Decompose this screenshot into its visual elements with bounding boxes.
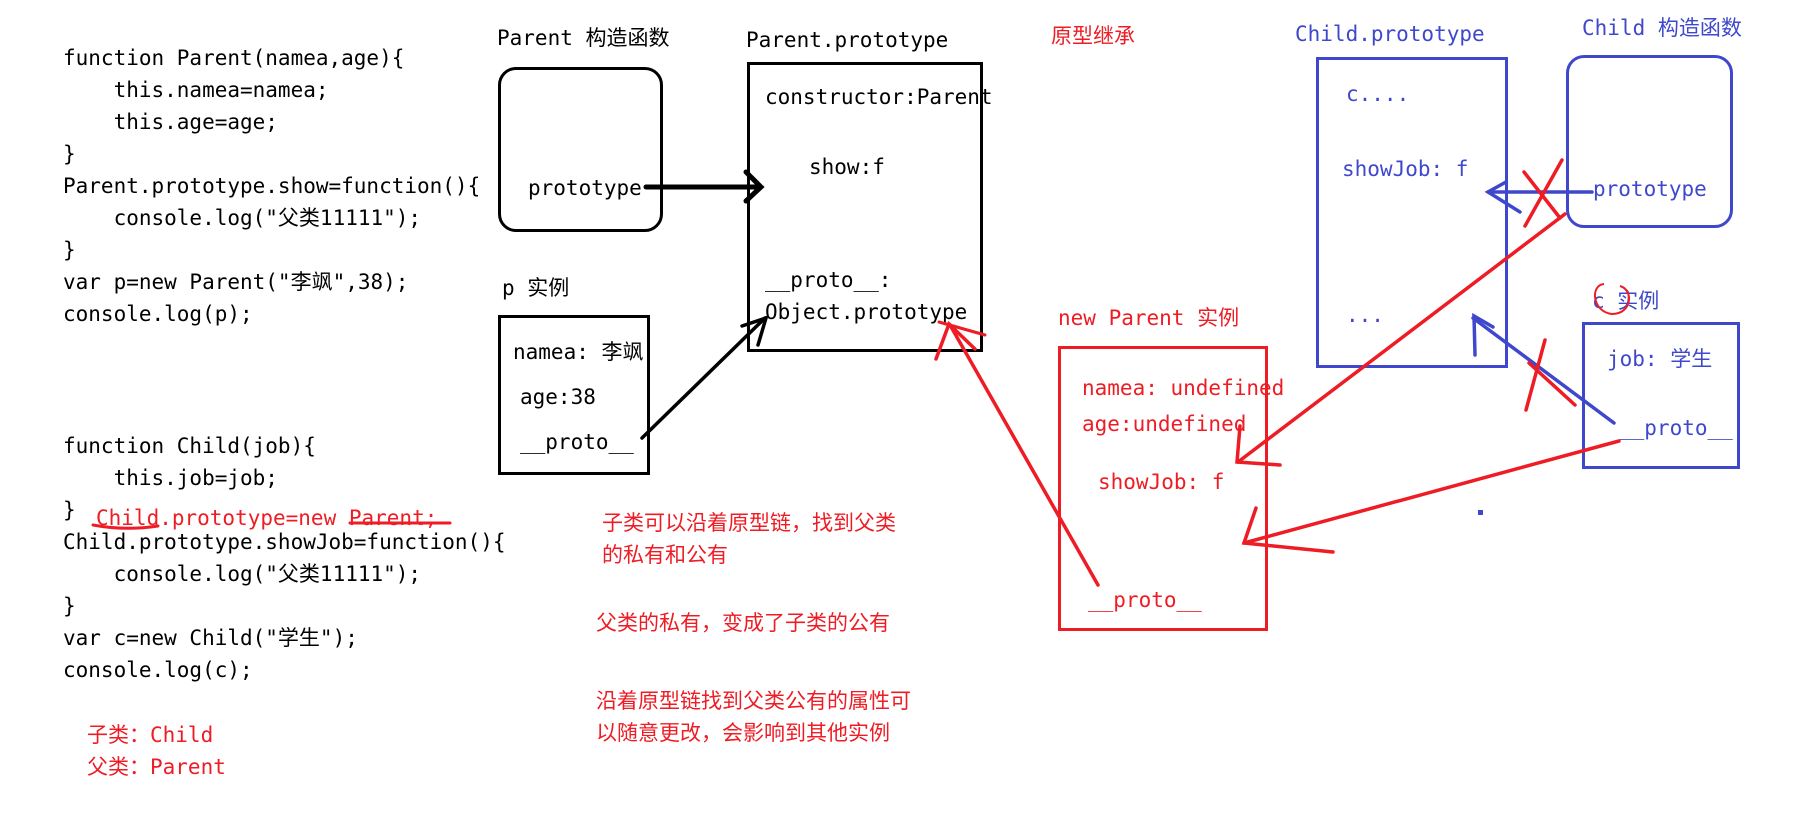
c-instance-box — [1582, 322, 1740, 469]
code-line-7: } — [63, 238, 76, 262]
code-line-1: function Parent(namea,age){ — [63, 46, 405, 70]
new-parent-box — [1058, 346, 1268, 631]
child-proto-title: Child.prototype — [1295, 22, 1485, 46]
new-parent-namea: namea: undefined — [1082, 376, 1285, 400]
arrow-c-proto-to-new-parent — [1241, 439, 1621, 554]
parent-ctor-box — [498, 67, 663, 232]
new-parent-proto: __proto__ — [1088, 588, 1202, 612]
parent-proto-proto-line1: __proto__: — [765, 268, 892, 292]
red-x-mark-2 — [1524, 338, 1577, 412]
p-instance-proto: __proto__ — [520, 430, 634, 454]
red-underline-child — [91, 523, 160, 530]
code-line-16: } — [63, 594, 76, 618]
code-line-10: function Child(job){ — [63, 434, 316, 458]
child-ctor-prototype: prototype — [1593, 177, 1707, 201]
arrow-p-proto-to-parent-proto — [640, 315, 769, 440]
arrow-newparent-proto-to-parent-proto — [934, 320, 1100, 587]
new-parent-showjob: showJob: f — [1098, 470, 1225, 494]
p-instance-box — [498, 315, 650, 475]
child-proto-dots: ... — [1346, 303, 1384, 327]
parent-proto-proto-line2: Object.prototype — [765, 300, 968, 324]
c-instance-proto: __proto__ — [1619, 416, 1733, 440]
code-line-4: } — [63, 142, 76, 166]
new-parent-age: age:undefined — [1082, 412, 1247, 436]
code-line-11: this.job=job; — [63, 466, 278, 490]
red-mark-object-proto — [937, 320, 987, 337]
parent-ctor-title: Parent 构造函数 — [497, 26, 670, 50]
note-1-line-2: 的私有和公有 — [602, 543, 728, 567]
code-line-3: this.age=age; — [63, 110, 278, 134]
parent-proto-show: show:f — [809, 155, 885, 179]
role-child: 子类：Child — [87, 723, 214, 747]
parent-proto-title: Parent.prototype — [746, 28, 949, 52]
arrow-ctor-to-parent-proto — [643, 169, 765, 204]
arrow-c-proto-to-child-proto — [1471, 312, 1616, 425]
code-line-5: Parent.prototype.show=function(){ — [63, 174, 481, 198]
child-proto-box — [1316, 57, 1508, 368]
child-ctor-title: Child 构造函数 — [1582, 16, 1742, 40]
parent-proto-constructor: constructor:Parent — [765, 85, 993, 109]
code-line-12: } — [63, 498, 76, 522]
code-line-15: console.log("父类11111"); — [63, 562, 422, 586]
note-3-line-2: 以随意更改，会影响到其他实例 — [596, 721, 890, 745]
new-parent-title: new Parent 实例 — [1058, 306, 1240, 330]
red-x-mark-1 — [1522, 158, 1564, 228]
p-instance-namea: namea: 李飒 — [513, 340, 644, 364]
code-line-18: console.log(c); — [63, 658, 253, 682]
parent-ctor-prototype: prototype — [528, 176, 642, 200]
child-proto-c: c.... — [1346, 82, 1410, 106]
diagram-heading: 原型继承 — [1051, 24, 1135, 48]
child-ctor-box — [1566, 55, 1733, 228]
p-instance-title: p 实例 — [502, 276, 570, 300]
note-3-line-1: 沿着原型链找到父类公有的属性可 — [596, 689, 911, 713]
code-line-9: console.log(p); — [63, 302, 253, 326]
code-line-6: console.log("父类11111"); — [63, 206, 422, 230]
p-instance-age: age:38 — [520, 385, 596, 409]
child-proto-showjob: showJob: f — [1342, 157, 1469, 181]
parent-proto-box — [747, 62, 983, 352]
c-instance-job: job: 学生 — [1607, 347, 1713, 371]
blue-dot — [1478, 510, 1483, 515]
note-1-line-1: 子类可以沿着原型链，找到父类 — [602, 511, 896, 535]
code-line-14: Child.prototype.showJob=function(){ — [63, 530, 506, 554]
red-circle-c — [1594, 283, 1630, 316]
arrow-child-ctor-to-new-parent — [1235, 212, 1567, 467]
code-line-8: var p=new Parent("李飒",38); — [63, 270, 409, 294]
role-parent: 父类：Parent — [87, 755, 226, 779]
code-line-2: this.namea=namea; — [63, 78, 329, 102]
note-2: 父类的私有，变成了子类的公有 — [596, 611, 890, 635]
code-line-17: var c=new Child("学生"); — [63, 626, 358, 650]
